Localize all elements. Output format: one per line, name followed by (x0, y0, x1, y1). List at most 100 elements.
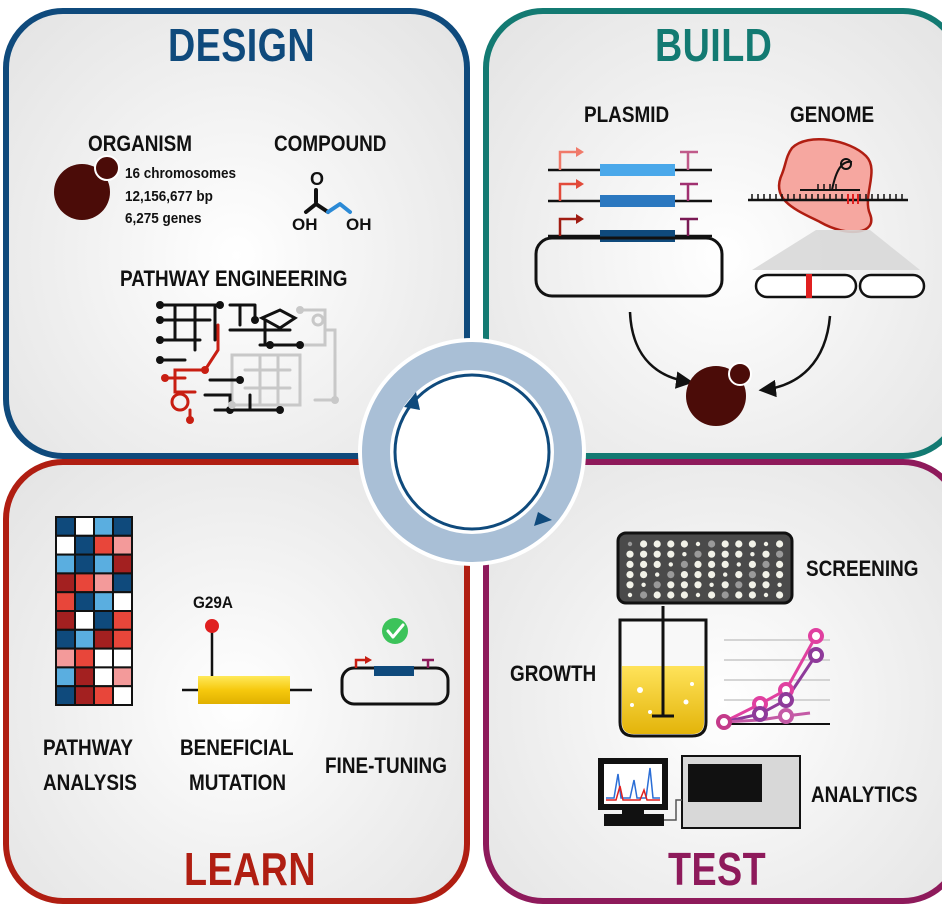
beneficial-mutation-label-2: MUTATION (189, 770, 287, 795)
heatmap-cell (93, 591, 114, 613)
heatmap-cell (74, 572, 95, 594)
plate-well (762, 581, 770, 589)
plate-well (640, 571, 648, 579)
plate-well (735, 550, 743, 558)
plate-well (708, 550, 716, 558)
plate-well (736, 562, 741, 567)
plate-well (708, 540, 716, 548)
plate-well (640, 591, 648, 599)
plate-well (667, 591, 675, 599)
pathway-analysis-label-2: ANALYSIS (43, 770, 137, 795)
heatmap-cell (112, 628, 133, 650)
plate-well (721, 581, 729, 589)
plate-well (708, 560, 716, 569)
heatmap-cell (93, 572, 114, 594)
plate-well (708, 591, 716, 599)
plasmid-label: PLASMID (584, 102, 670, 127)
plate-well (667, 571, 675, 579)
plate-well (776, 571, 784, 579)
organism-stat-bp: 12,156,677 bp (125, 188, 213, 205)
heatmap-cell (74, 516, 95, 537)
plate-well (721, 550, 729, 558)
heatmap-cell (112, 534, 133, 556)
heatmap-cell (93, 553, 114, 575)
organism-stat-chromosomes: 16 chromosomes (125, 165, 237, 182)
heatmap-cell (74, 610, 95, 631)
plate-well (653, 560, 661, 569)
plate-well (694, 581, 702, 589)
heatmap-cell (55, 553, 76, 575)
plate-well (680, 560, 689, 569)
build-arrows (628, 311, 832, 398)
plate-well (695, 592, 701, 598)
organism-label: ORGANISM (88, 131, 193, 156)
plate-well (667, 581, 675, 589)
design-panel (3, 8, 470, 459)
plate-well (735, 540, 743, 548)
heatmap-cell (74, 534, 95, 556)
plate-well (721, 560, 729, 569)
plate-well (776, 591, 784, 599)
heatmap-cell (93, 610, 114, 631)
plate-well (777, 582, 782, 587)
heatmap-cell (55, 534, 76, 556)
screening-label: SCREENING (806, 556, 919, 581)
heatmap-cell (55, 628, 76, 650)
plate-well (776, 540, 784, 548)
growth-label: GROWTH (510, 661, 597, 686)
plate-well (763, 541, 769, 547)
plate-well (735, 581, 743, 589)
plate-well (762, 560, 770, 569)
plate-well (667, 550, 675, 558)
plate-well (748, 591, 757, 599)
plate-well (640, 560, 648, 569)
plate-well (695, 541, 701, 547)
growth-bioreactor-icon (618, 606, 708, 738)
plate-well (694, 560, 702, 569)
pathway-network-icon (156, 301, 339, 424)
check-icon (382, 618, 408, 644)
heatmap-cell (55, 591, 76, 613)
heatmap-cell (112, 666, 133, 688)
plate-well (640, 550, 648, 558)
plate-well (748, 581, 757, 589)
pathway-engineering-label: PATHWAY ENGINEERING (120, 266, 348, 291)
heatmap-cell (74, 647, 95, 669)
plate-well (723, 572, 728, 577)
mutation-tag: G29A (193, 593, 233, 612)
plate-well (750, 552, 755, 557)
plate-well (626, 571, 634, 579)
plate-well (627, 592, 633, 598)
plate-well (641, 582, 646, 587)
plate-well (748, 540, 757, 548)
plate-well (640, 540, 648, 548)
fine-tuning-label: FINE-TUNING (325, 753, 447, 778)
plate-well (762, 550, 770, 558)
organism-stat-genes: 6,275 genes (125, 210, 202, 227)
plate-well (667, 540, 675, 548)
genome-label: GENOME (790, 102, 875, 127)
heatmap-cell (93, 628, 114, 650)
heatmap-cell (55, 610, 76, 631)
heatmap-cell (55, 572, 76, 594)
heatmap-cell (55, 685, 76, 707)
plate-well (653, 540, 661, 548)
heatmap-cell (74, 591, 95, 613)
pathway-analysis-label-1: PATHWAY (43, 735, 134, 760)
heatmap-cell (112, 685, 133, 707)
heatmap-cell (74, 553, 95, 575)
plate-well (626, 550, 634, 558)
plate-well (762, 571, 770, 579)
plate-well (735, 571, 743, 579)
heatmap-cell (55, 666, 76, 688)
plate-well (626, 581, 634, 589)
plate-well (680, 591, 689, 599)
beneficial-mutation-icon (182, 619, 312, 704)
heatmap-cell (93, 666, 114, 688)
analytics-instrument-icon (598, 755, 801, 829)
plasmid-constructs-icon (534, 147, 724, 298)
plate-well (655, 572, 660, 577)
screening-plate-icon (616, 531, 794, 605)
fine-tuning-construct-icon (340, 618, 450, 706)
